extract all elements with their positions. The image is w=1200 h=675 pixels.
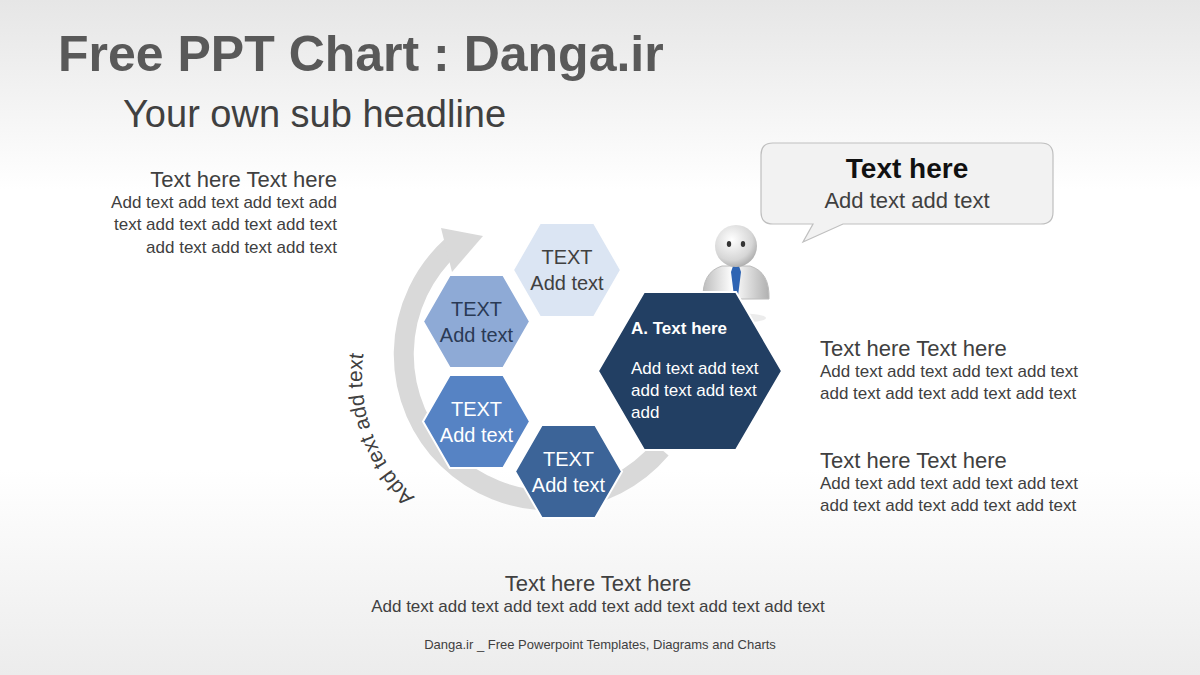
hexagon-step: TEXTAdd text (515, 425, 622, 518)
node-heading: Text here (846, 151, 968, 187)
node-body: Add text (440, 322, 513, 348)
text-body: Add text add text add text add text add … (87, 192, 337, 259)
node-content: TEXTAdd text (423, 275, 530, 368)
text-body: Add text add text add text add text add … (348, 596, 848, 618)
hexagon-step: TEXTAdd text (423, 275, 530, 368)
node-content: Text hereAdd text add text (761, 143, 1053, 224)
footer-note: Danga.ir _ Free Powerpoint Templates, Di… (350, 637, 850, 654)
hexagon-fill (423, 275, 530, 368)
node-content: TEXTAdd text (513, 223, 621, 317)
node-heading: TEXT (543, 446, 594, 472)
text-heading: Text here Text here (87, 166, 337, 195)
hexagon-fill (513, 223, 621, 317)
node-body: Add text add text add text add text add (631, 358, 761, 424)
hexagon-outline (515, 425, 622, 518)
node-heading: TEXT (451, 296, 502, 322)
text-heading: Text here Text here (820, 447, 1080, 476)
hexagon-outline (423, 375, 530, 468)
text-body: Add text add text add text add text add … (820, 361, 1080, 406)
node-body: Add text (530, 270, 603, 296)
hexagon-outline (513, 223, 621, 317)
hexagon-outline (423, 275, 530, 368)
page-title: Free PPT Chart : Danga.ir (58, 24, 664, 84)
node-body: Add text add text (824, 187, 989, 216)
hexagon-main: A. Text hereAdd text add text add text a… (598, 292, 782, 450)
hexagon-step: TEXTAdd text (423, 375, 530, 468)
hexagon-step: TEXTAdd text (513, 223, 621, 317)
hexagon-fill (423, 375, 530, 468)
cycle-arrowhead (441, 228, 483, 272)
node-body: Add text (440, 422, 513, 448)
node-content: A. Text hereAdd text add text add text a… (631, 292, 761, 450)
node-content: TEXTAdd text (423, 375, 530, 468)
arc-text: Add text add text (343, 352, 418, 511)
sub-headline: Your own sub headline (123, 92, 723, 138)
text-heading: Text here Text here (820, 335, 1080, 364)
node-heading: TEXT (451, 396, 502, 422)
speech-bubble: Text hereAdd text add text (761, 143, 1053, 243)
node-content: TEXTAdd text (515, 425, 622, 518)
text-body: Add text add text add text add text add … (820, 473, 1080, 518)
node-body: Add text (532, 472, 605, 498)
node-heading: A. Text here (631, 318, 727, 340)
arc-text: Add text add text (343, 352, 418, 511)
text-heading: Text here Text here (348, 570, 848, 599)
node-heading: TEXT (541, 244, 592, 270)
hexagon-fill (598, 292, 782, 450)
bubble-fill (761, 143, 1053, 242)
hexagon-fill (515, 425, 622, 518)
